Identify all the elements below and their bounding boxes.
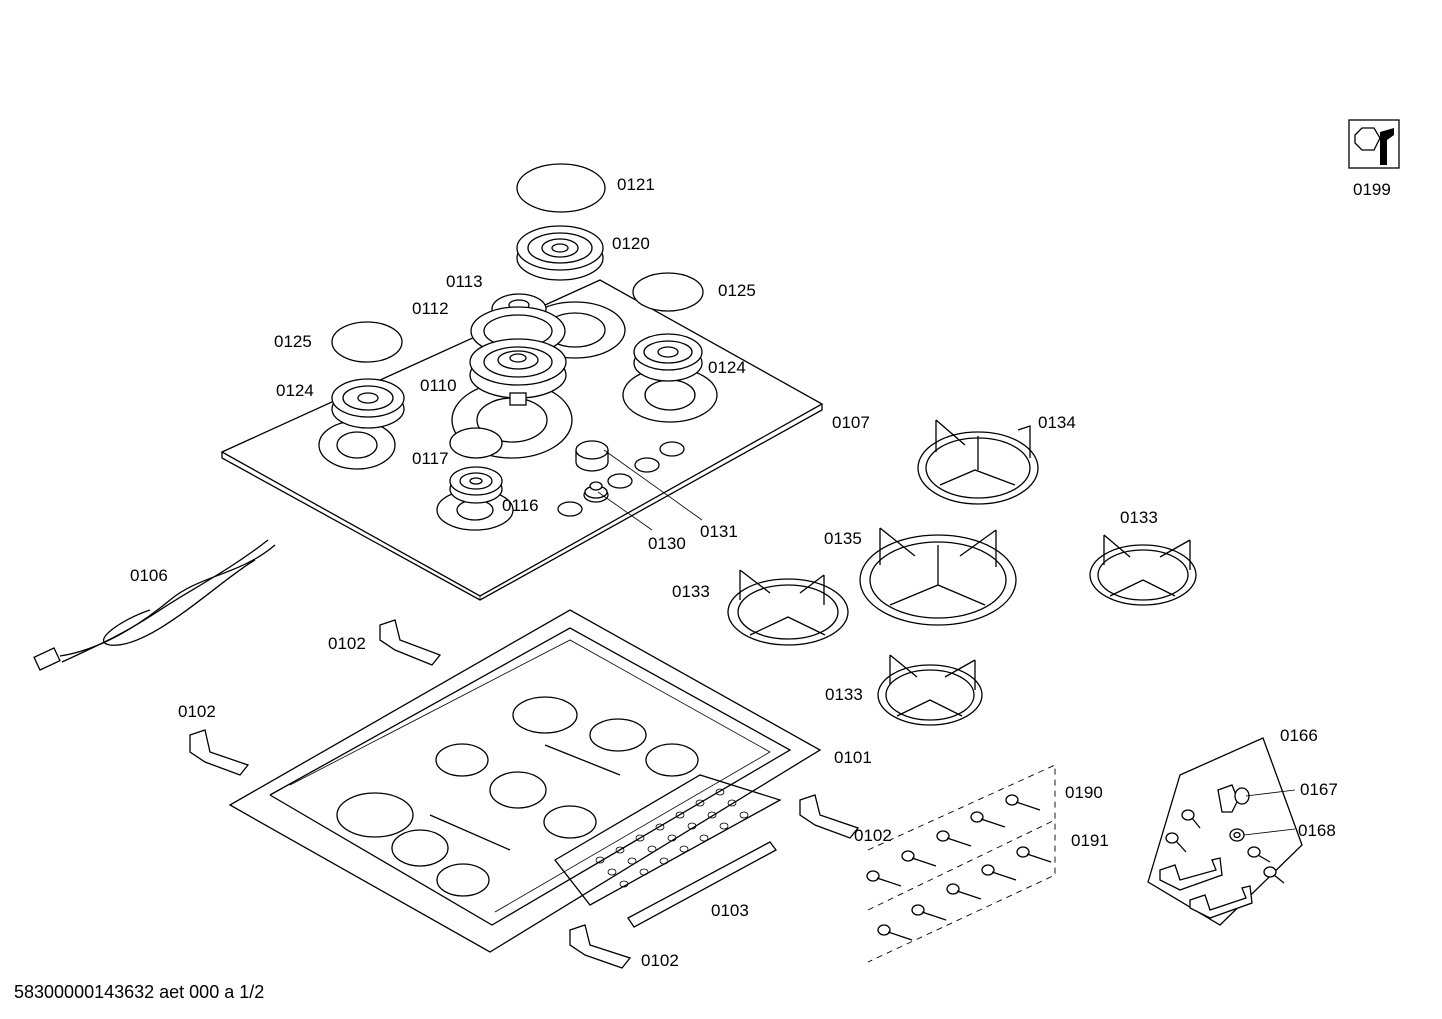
base-tray-0101 [228, 609, 822, 953]
label-0133-left: 0133 [672, 582, 710, 601]
label-0124-right: 0124 [708, 358, 746, 377]
part-labels: 0121 0120 0113 0125 0112 0125 0124 0110 … [130, 175, 1391, 970]
clamp-bracket-0102-c [799, 794, 860, 839]
pan-support-0133-left [727, 569, 849, 646]
label-0167: 0167 [1300, 780, 1338, 799]
burner-cap-0121 [516, 163, 606, 213]
burner-cap-0125-left [331, 321, 403, 363]
label-0102-a: 0102 [328, 634, 366, 653]
label-0102-d: 0102 [641, 951, 679, 970]
label-0107: 0107 [832, 413, 870, 432]
burner-0124-left [331, 378, 405, 429]
label-0191: 0191 [1071, 831, 1109, 850]
label-0166: 0166 [1280, 726, 1318, 745]
sealing-strip-0103 [627, 841, 777, 928]
conversion-kit-0166 [1147, 737, 1303, 926]
label-0101: 0101 [834, 748, 872, 767]
screw-set-0190-0191 [866, 764, 1056, 963]
label-0121: 0121 [617, 175, 655, 194]
power-cable-0106 [33, 539, 276, 671]
label-0124-left: 0124 [276, 381, 314, 400]
vent-holes [595, 788, 749, 888]
document-number: 58300000143632 aet 000 a 1/2 [14, 982, 264, 1002]
label-0190: 0190 [1065, 783, 1103, 802]
label-0130: 0130 [648, 534, 686, 553]
label-0112: 0112 [412, 299, 449, 318]
pan-support-0133-right [1089, 534, 1197, 606]
label-0125-right: 0125 [718, 281, 756, 300]
nut-and-wrench-icon [1348, 119, 1400, 169]
pan-support-0134 [917, 419, 1039, 505]
label-0102-b: 0102 [178, 702, 216, 721]
burner-cap-0125-right [632, 272, 704, 312]
clamp-bracket-0102-b [189, 729, 250, 776]
clamp-bracket-0102-a [379, 619, 442, 666]
burner-head-0120 [516, 225, 604, 281]
label-0135: 0135 [824, 529, 862, 548]
pan-support-0133-bottom [877, 654, 983, 726]
burner-0124-right [633, 333, 703, 382]
label-0102-c: 0102 [854, 826, 892, 845]
clamp-bracket-0102-d [569, 924, 632, 969]
label-0103: 0103 [711, 901, 749, 920]
label-0125-left: 0125 [274, 332, 312, 351]
label-0116: 0116 [502, 496, 539, 515]
label-0117: 0117 [412, 449, 449, 468]
label-0120: 0120 [612, 234, 650, 253]
knob-spindle-0130 [584, 481, 608, 499]
control-knob-0131 [575, 440, 609, 472]
wok-burner-0110 [469, 338, 567, 406]
label-0199: 0199 [1353, 180, 1391, 199]
label-0110: 0110 [420, 376, 457, 395]
label-0133-right: 0133 [1120, 508, 1158, 527]
burner-cap-0117 [449, 427, 503, 459]
label-0106: 0106 [130, 566, 168, 585]
label-0133-bottom: 0133 [825, 685, 863, 704]
pan-support-0135 [859, 527, 1017, 626]
label-0134: 0134 [1038, 413, 1076, 432]
label-0168: 0168 [1298, 821, 1336, 840]
burner-0116 [449, 466, 503, 504]
label-0113: 0113 [446, 272, 483, 291]
label-0131: 0131 [700, 522, 738, 541]
